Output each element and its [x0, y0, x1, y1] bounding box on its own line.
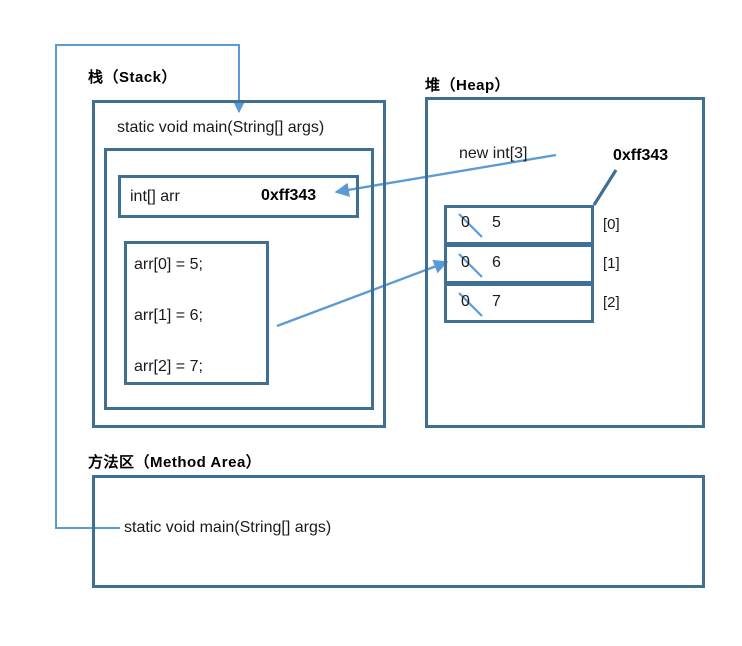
heap-allocation-label: new int[3] [459, 145, 528, 162]
stack-variable-box [118, 175, 359, 218]
heap-array-cell-2 [444, 283, 594, 323]
heap-cell-1-old-value: 0 [461, 254, 470, 271]
heap-cell-2-new-value: 7 [492, 293, 501, 310]
heap-cell-1-index-label: [1] [603, 255, 620, 272]
method-area-region-title: 方法区（Method Area） [88, 454, 262, 471]
heap-cell-0-new-value: 5 [492, 214, 501, 231]
stack-frame-label: static void main(String[] args) [117, 119, 325, 136]
method-area-entry: static void main(String[] args) [124, 519, 332, 536]
stack-region-title: 栈（Stack） [88, 69, 178, 86]
heap-array-cell-1 [444, 244, 594, 284]
code-line-0: arr[0] = 5; [134, 256, 203, 273]
heap-cell-0-old-value: 0 [461, 214, 470, 231]
heap-cell-0-index-label: [0] [603, 216, 620, 233]
heap-cell-2-old-value: 0 [461, 293, 470, 310]
stack-code-box [124, 241, 269, 385]
method-area-region-box [92, 475, 705, 588]
heap-region-title: 堆（Heap） [425, 77, 511, 94]
heap-address-label: 0xff343 [613, 147, 669, 164]
stack-variable-name: int[] arr [130, 188, 180, 205]
stack-variable-value: 0xff343 [261, 187, 317, 204]
heap-cell-2-index-label: [2] [603, 294, 620, 311]
code-line-2: arr[2] = 7; [134, 358, 203, 375]
heap-cell-1-new-value: 6 [492, 254, 501, 271]
heap-region-box [425, 97, 705, 428]
heap-array-cell-0 [444, 205, 594, 245]
stack-region-box [92, 100, 386, 428]
stack-frame-box [104, 148, 374, 410]
code-line-1: arr[1] = 6; [134, 307, 203, 324]
